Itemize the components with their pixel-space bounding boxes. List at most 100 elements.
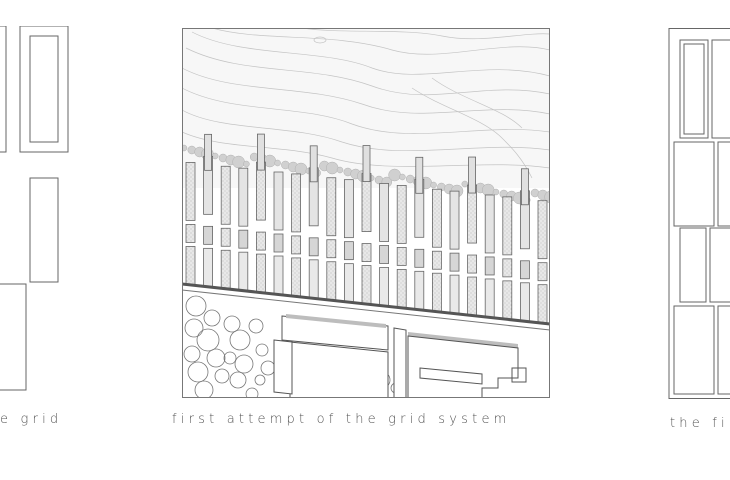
grid-block	[717, 305, 730, 395]
grid-tower	[204, 133, 213, 171]
caption-right: the fi	[670, 416, 729, 431]
grid-cell	[502, 196, 513, 256]
grid-cell	[343, 179, 354, 239]
grid-tower	[309, 145, 318, 183]
grid-cell	[537, 284, 548, 324]
tree	[336, 166, 344, 174]
grid-cell	[273, 255, 284, 295]
tree-canopy-circle	[245, 387, 259, 398]
grid-cell	[238, 167, 249, 227]
grid-cell	[238, 251, 249, 291]
grid-tower	[362, 145, 371, 182]
caption-center: first attempt of the grid system	[172, 412, 511, 427]
buildings	[273, 314, 527, 398]
tree	[461, 180, 469, 188]
tree-canopy-circle	[194, 380, 214, 398]
tree-canopy-circle	[229, 371, 247, 389]
grid-cell	[502, 258, 513, 278]
right-grid-drawing	[668, 28, 730, 399]
grid-block	[679, 227, 707, 303]
grid-cell	[379, 183, 390, 242]
tree	[388, 168, 401, 182]
tree-canopy-circle	[214, 368, 230, 384]
grid-cell	[238, 229, 249, 249]
grid-cell	[256, 161, 266, 221]
grid-cell	[484, 278, 495, 318]
grid-cell	[220, 165, 231, 225]
grid-cell	[185, 224, 196, 243]
grid-cell	[256, 231, 266, 251]
grid-cell	[431, 188, 442, 248]
grid-cell	[203, 225, 214, 245]
grid-cell	[185, 162, 196, 221]
grid-cell	[361, 265, 372, 304]
tree	[232, 155, 245, 169]
grid-cell	[537, 262, 548, 282]
tree	[492, 188, 500, 196]
grid-cell	[396, 268, 407, 308]
grid-tower	[468, 156, 477, 194]
grid-block-inner	[683, 43, 705, 135]
grid-cell	[326, 239, 337, 259]
grid-cell	[220, 227, 231, 247]
grid-cell	[396, 246, 407, 266]
tree	[182, 144, 188, 152]
site-plan-drawing	[182, 28, 550, 398]
grid-block	[0, 283, 27, 391]
grid-block	[679, 39, 709, 139]
contour-lines	[182, 28, 550, 179]
grid-block	[673, 305, 715, 395]
grid-cell	[431, 250, 442, 270]
grid-cell	[326, 261, 337, 301]
grid-cell	[414, 270, 425, 310]
grid-cell	[519, 282, 530, 322]
grid-cell	[291, 257, 301, 297]
grid-cell	[203, 247, 214, 287]
caption-left: e grid	[0, 412, 63, 427]
left-grid-diagram	[0, 26, 70, 392]
left-grid-drawing	[0, 26, 69, 391]
grid-cell	[308, 259, 319, 299]
tree	[325, 161, 339, 175]
grid-cell	[379, 245, 390, 264]
tree	[544, 190, 550, 204]
tree-canopy-circle	[254, 374, 266, 386]
tree-canopy-circle	[223, 315, 241, 333]
tree	[481, 183, 495, 197]
grid-cell	[467, 254, 478, 274]
grid-cell	[343, 263, 354, 303]
grid-cell	[361, 243, 372, 262]
grid-cell	[379, 267, 390, 306]
grid-cell	[414, 248, 425, 268]
grid-cell	[361, 173, 372, 232]
tree-canopy-circle	[183, 345, 201, 363]
grid-cell	[502, 280, 513, 320]
grid-cell	[291, 173, 301, 233]
tree-canopy-circle	[229, 329, 251, 351]
tree-canopy-circle	[185, 295, 207, 317]
grid-cell	[326, 177, 337, 237]
tree	[294, 162, 308, 176]
grid-block	[19, 26, 69, 153]
building	[289, 341, 389, 398]
tree	[430, 181, 437, 189]
tree-canopy-circle	[203, 309, 221, 327]
grid-block	[717, 141, 730, 227]
tree-canopy-circle	[234, 354, 254, 374]
tree-canopy-circle	[187, 361, 209, 383]
tree-canopy-circle	[184, 318, 204, 338]
diagonal-grid	[185, 133, 548, 324]
building	[407, 335, 519, 398]
grid-cell	[273, 171, 284, 231]
grid-cell	[343, 241, 354, 261]
grid-tower	[257, 133, 265, 171]
grid-cell	[449, 252, 460, 272]
site-plan-frame	[182, 28, 550, 398]
grid-block	[29, 177, 59, 283]
grid-tower	[415, 156, 424, 194]
building	[273, 339, 293, 395]
grid-cell	[256, 253, 266, 293]
grid-cell	[449, 274, 460, 314]
grid-block	[0, 26, 7, 153]
grid-block	[673, 141, 715, 227]
